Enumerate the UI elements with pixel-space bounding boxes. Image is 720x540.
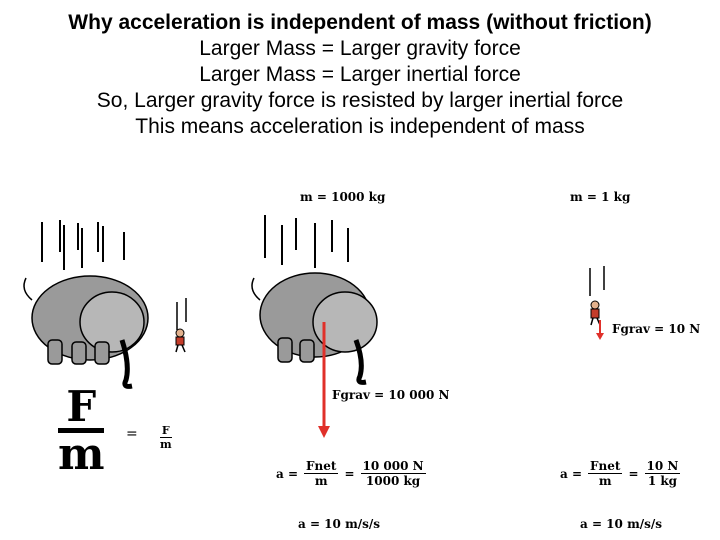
person-mass-label: m = 1 kg — [570, 190, 631, 204]
heading: Why acceleration is independent of mass … — [0, 10, 720, 140]
left-equals: = — [126, 426, 138, 442]
person-eq-a: a = — [560, 467, 583, 481]
elephant-result: a = 10 m/s/s — [298, 517, 381, 531]
elephant-eq-a: a = — [276, 467, 299, 481]
elephant-force-label: Fgrav = 10 000 N — [332, 388, 450, 402]
person-eq-denominator-value: 1 kg — [647, 474, 678, 488]
motion-lines-left — [41, 220, 125, 270]
big-fraction-bar — [58, 428, 105, 433]
big-fraction-denominator: m — [58, 429, 105, 480]
person-eq-numerator: Fnet — [588, 459, 623, 474]
elephant-right — [251, 272, 378, 385]
force-arrow-person — [596, 320, 604, 340]
heading-line-2: Larger Mass = Larger gravity force — [199, 37, 521, 60]
person-eq-numerator-value: 10 N — [644, 459, 681, 474]
heading-line-5: This means acceleration is independent o… — [135, 115, 585, 138]
force-arrow-elephant — [318, 322, 330, 438]
person-equation: a = Fnet m = 10 N 1 kg — [560, 459, 681, 488]
person-result: a = 10 m/s/s — [580, 517, 663, 531]
person-right — [589, 266, 605, 326]
elephant-eq-denominator-value: 1000 kg — [365, 474, 421, 488]
person-force-label: Fgrav = 10 N — [612, 322, 701, 336]
person-eq-denominator: m — [598, 474, 612, 488]
small-fraction-numerator: F — [159, 424, 172, 438]
elephant-equation: a = Fnet m = 10 000 N 1000 kg — [276, 460, 426, 488]
big-fraction-numerator: F — [66, 382, 97, 431]
small-fraction-denominator: m — [160, 438, 172, 451]
elephant-eq-numerator: Fnet — [304, 459, 339, 474]
elephant-eq-numerator-value: 10 000 N — [360, 459, 426, 474]
heading-line-4: So, Larger gravity force is resisted by … — [96, 89, 624, 112]
motion-lines-right — [264, 215, 349, 268]
heading-line-3: Larger Mass = Larger inertial force — [199, 63, 521, 86]
elephant-eq-equals: = — [344, 467, 355, 481]
elephant-eq-denominator: m — [314, 474, 328, 488]
small-fraction: F m — [158, 424, 174, 452]
heading-title: Why acceleration is independent of mass … — [68, 11, 652, 34]
elephant-mass-label: m = 1000 kg — [300, 190, 386, 204]
person-left — [175, 298, 187, 353]
elephant-left — [23, 275, 149, 389]
big-fraction: F m — [58, 386, 105, 477]
person-eq-equals: = — [628, 467, 639, 481]
